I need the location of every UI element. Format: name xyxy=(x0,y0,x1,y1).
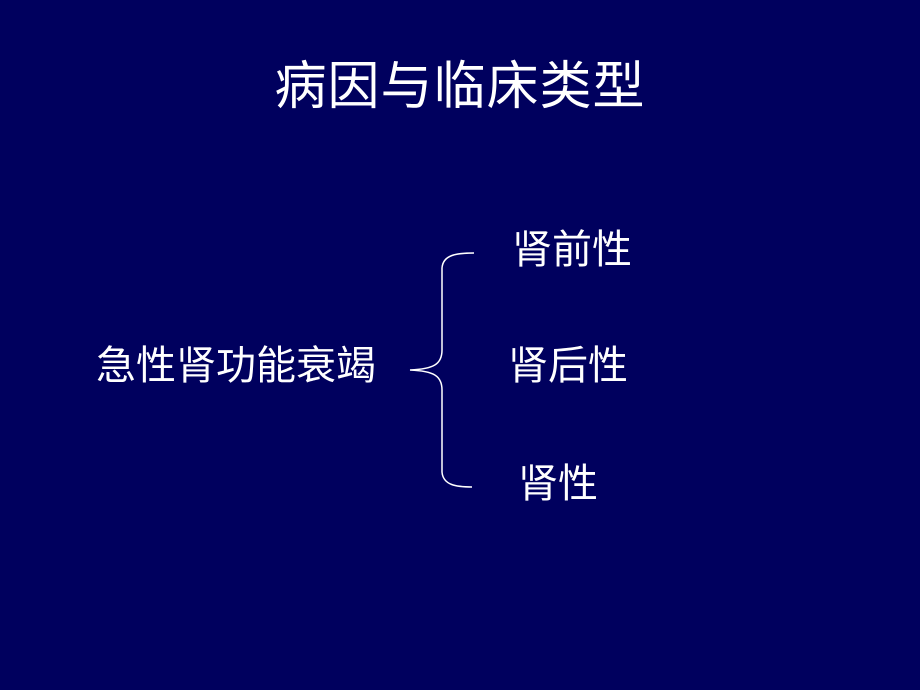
brace-path xyxy=(409,252,475,488)
branch-postrenal: 肾后性 xyxy=(508,343,628,389)
slide-title: 病因与临床类型 xyxy=(274,57,646,117)
branch-prerenal: 肾前性 xyxy=(512,227,632,273)
root-label: 急性肾功能衰竭 xyxy=(96,343,376,389)
branch-renal: 肾性 xyxy=(518,461,598,507)
curly-brace xyxy=(409,252,475,488)
